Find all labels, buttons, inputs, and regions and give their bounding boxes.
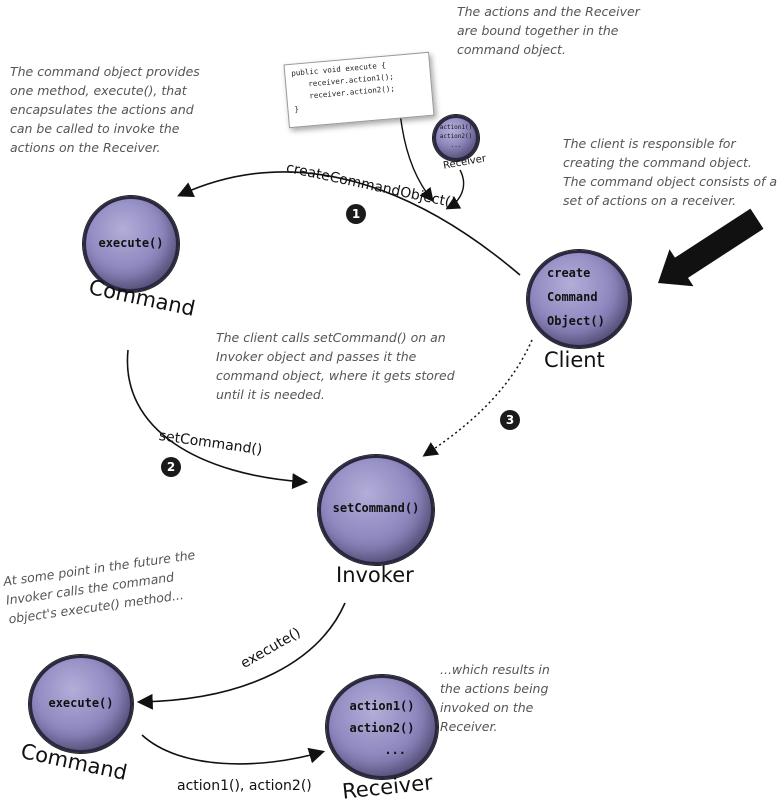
client-line-2: Command bbox=[547, 290, 598, 304]
small-receiver-ball: action1() action2() ... bbox=[433, 115, 479, 161]
receiver-to-create-arrow bbox=[445, 169, 465, 210]
code-card: public void execute { receiver.action1()… bbox=[283, 51, 435, 129]
command-bottom-ball[interactable]: execute() bbox=[29, 655, 133, 753]
invoker-ball[interactable]: setCommand() bbox=[318, 455, 434, 565]
execute-arrow bbox=[136, 602, 346, 710]
client-line-1: create bbox=[547, 266, 591, 280]
receiver-line-1: action1() bbox=[349, 699, 415, 713]
client-label: Client bbox=[544, 348, 605, 372]
client-ball[interactable]: create Command Object() bbox=[527, 250, 631, 348]
card-to-receiver-arrow bbox=[399, 111, 434, 203]
step-2-badge: 2 bbox=[161, 457, 181, 477]
actions-label: action1(), action2() bbox=[177, 778, 312, 794]
small-receiver-line-3: ... bbox=[450, 142, 462, 149]
receiver-line-2: action2() bbox=[349, 721, 415, 735]
create-command-arrow bbox=[177, 171, 521, 276]
command-bottom-method: execute() bbox=[48, 696, 114, 710]
invoker-label: Invoker bbox=[336, 563, 414, 587]
command-top-method: execute() bbox=[98, 236, 164, 250]
note-bound-together: The actions and the Receiver are bound t… bbox=[457, 4, 640, 57]
actions-arrow bbox=[141, 734, 326, 765]
receiver-line-3: ... bbox=[384, 743, 406, 757]
invoker-method: setCommand() bbox=[332, 501, 420, 515]
note-client-responsible: The client is responsible for creating t… bbox=[563, 136, 778, 208]
note-client-calls: The client calls setCommand() on an Invo… bbox=[216, 330, 455, 402]
set-command-arrow bbox=[126, 349, 309, 490]
receiver-ball[interactable]: action1() action2() ... bbox=[326, 675, 438, 779]
start-here-arrow bbox=[658, 208, 764, 287]
client-line-3: Object() bbox=[547, 314, 605, 328]
command-top-ball[interactable]: execute() bbox=[83, 196, 179, 292]
small-receiver-line-1: action1() bbox=[439, 124, 473, 131]
step-1-badge: 1 bbox=[346, 204, 366, 224]
small-receiver-line-2: action2() bbox=[439, 133, 473, 140]
step-3-badge: 3 bbox=[500, 410, 520, 430]
note-command-provides: The command object provides one method, … bbox=[10, 64, 200, 155]
note-results: ...which results in the actions being in… bbox=[440, 662, 550, 734]
client-invoker-dotted-arrow bbox=[422, 339, 533, 457]
